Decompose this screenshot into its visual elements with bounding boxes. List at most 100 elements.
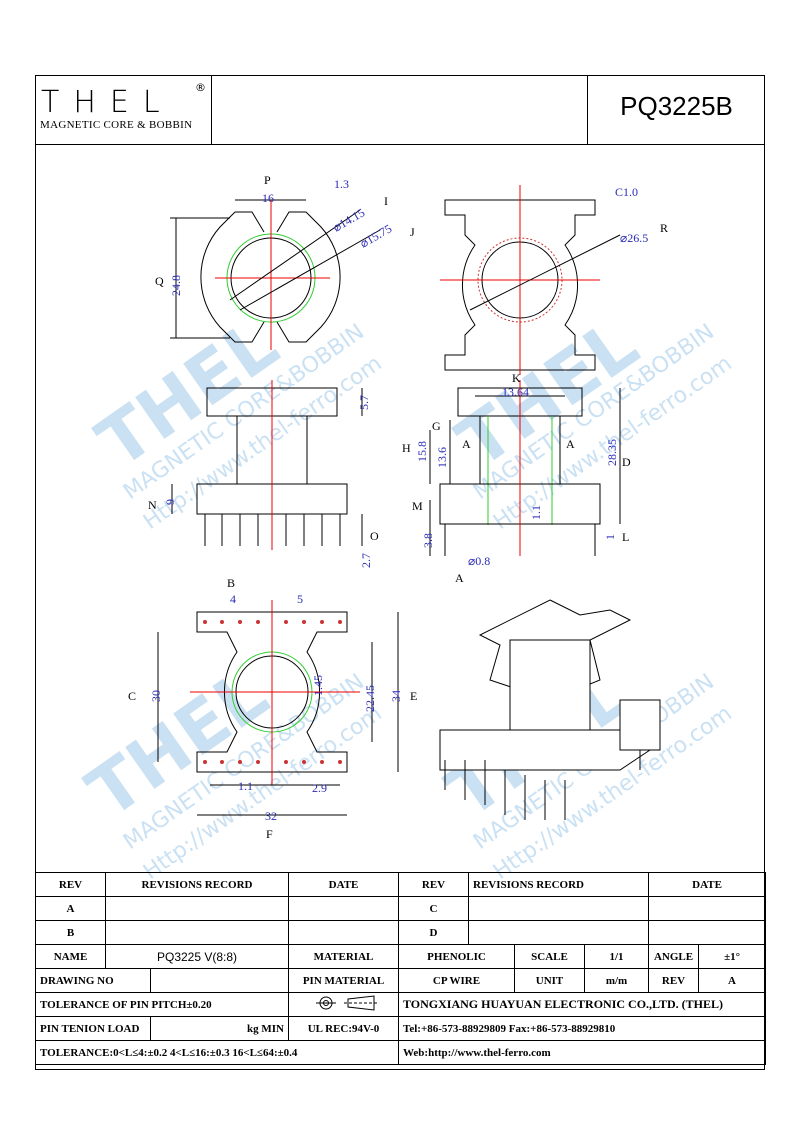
side-post	[619, 699, 661, 751]
dim-e: 34	[389, 690, 403, 702]
title-block: REV REVISIONS RECORD DATE REV REVISIONS …	[34, 872, 767, 1065]
dim-k: 13.64	[502, 385, 529, 399]
general-tolerance: TOLERANCE:0<L≤4:±0.2 4<L≤16:±0.3 16<L≤64…	[34, 1040, 400, 1065]
dim-e2: 1.45	[311, 675, 325, 696]
outline	[444, 199, 596, 371]
part-number-box: PQ3225B	[587, 75, 765, 144]
kg-min: kg MIN	[149, 1016, 290, 1041]
material-value: PHENOLIC	[398, 944, 516, 969]
scale-value: 1/1	[584, 944, 650, 969]
label-O: O	[370, 529, 379, 543]
iso-pins	[444, 750, 641, 820]
registered-icon: ®	[195, 81, 206, 94]
dim-d: 28.35	[605, 439, 619, 466]
rev-a: A	[35, 896, 106, 921]
top-right-view	[440, 185, 621, 375]
leader-2	[229, 209, 361, 301]
label-R: R	[660, 221, 668, 235]
section-A-left: A	[462, 437, 471, 451]
rev-d: D	[398, 920, 470, 945]
label-M: M	[412, 499, 423, 513]
rev-b: B	[35, 920, 106, 945]
label-E: E	[410, 689, 417, 703]
dim-g: 13.6	[435, 447, 449, 468]
unit-value: m/m	[584, 968, 650, 993]
dim-f: 32	[265, 809, 277, 823]
name-label: NAME	[35, 944, 106, 969]
dim-f1: 1.1	[238, 779, 253, 793]
leader	[469, 234, 621, 311]
mid-right-view	[429, 380, 621, 556]
date-header: DATE	[288, 872, 400, 897]
top-left-view	[170, 199, 381, 350]
dim-gap: 1.3	[334, 177, 349, 191]
pins	[204, 514, 341, 546]
angle-label: ANGLE	[648, 944, 700, 969]
drawing-frame	[35, 75, 765, 1070]
dim-pin: ⌀0.8	[468, 554, 490, 568]
tel-fax: Tel:+86-573-88929809 Fax:+86-573-8892981…	[398, 1016, 767, 1041]
drawing-no-label: DRAWING NO	[35, 968, 151, 993]
rev-header-2: REV	[398, 872, 470, 897]
dim-n: 9	[163, 499, 177, 505]
scale-label: SCALE	[514, 944, 586, 969]
section-A-right: A	[566, 437, 575, 451]
dim-m: 1.1	[529, 505, 543, 520]
logo: THEL ® MAGNETIC CORE & BOBBIN	[35, 75, 212, 144]
label-N: N	[148, 498, 157, 512]
rev-header: REV	[35, 872, 106, 897]
revisions-record-header: REVISIONS RECORD	[104, 872, 290, 897]
label-G: G	[432, 419, 441, 433]
projection-symbol-icon	[288, 992, 400, 1017]
dim-d1: ⌀14.15	[331, 205, 368, 234]
dim-e1: 22.45	[363, 685, 377, 712]
part-number: PQ3225B	[620, 91, 733, 121]
website: Web:http://www.thel-ferro.com	[398, 1040, 767, 1065]
rev-c: C	[398, 896, 470, 921]
core-body	[509, 639, 591, 731]
pin-material-label: PIN MATERIAL	[288, 968, 400, 993]
label-D: D	[622, 455, 631, 469]
pin-tension-label: PIN TENION LOAD	[35, 1016, 151, 1041]
label-C: C	[128, 689, 136, 703]
dim-diameter: ⌀26.5	[620, 231, 648, 245]
dim-c: 30	[149, 690, 163, 702]
label-F: F	[266, 827, 273, 841]
angle-value: ±1°	[698, 944, 767, 969]
pin-holes	[203, 620, 342, 764]
rev-label: REV	[648, 968, 700, 993]
bottom-left-view	[157, 600, 399, 816]
rev-value: A	[698, 968, 767, 993]
mid-left-view	[171, 380, 363, 550]
dim-height: 24.8	[169, 275, 183, 296]
date-header-2: DATE	[648, 872, 767, 897]
unit-label: UNIT	[514, 968, 586, 993]
logo-subtitle: MAGNETIC CORE & BOBBIN	[40, 119, 193, 131]
tolerance-pin-pitch: TOLERANCE OF PIN PITCH±0.20	[34, 992, 290, 1017]
label-A: A	[455, 571, 464, 585]
outline	[196, 611, 348, 773]
outline	[200, 211, 341, 343]
logo-text: THEL	[41, 85, 174, 120]
company-name: TONGXIANG HUAYUAN ELECTRONIC CO.,LTD. (T…	[398, 992, 767, 1017]
dim-l: 1	[603, 534, 617, 540]
dim-b: 4	[230, 592, 236, 606]
dim-h: 5.7	[357, 395, 371, 410]
label-J: J	[410, 225, 415, 239]
name-value: PQ3225 V(8:8)	[104, 944, 290, 969]
dim-f2: 2.9	[312, 781, 327, 795]
dim-a: 3.8	[421, 533, 435, 548]
dim-b2: 5	[297, 592, 303, 606]
isometric-view	[439, 599, 661, 820]
dim-h-right: 15.8	[415, 441, 429, 462]
label-L: L	[622, 530, 629, 544]
pin-material-value: CP WIRE	[398, 968, 516, 993]
label-K: K	[512, 371, 521, 385]
watermark: THEL MAGNETIC CORE&BOBBIN Http://www.the…	[73, 303, 737, 885]
label-Q: Q	[155, 274, 164, 288]
label-H: H	[402, 441, 411, 455]
header-divider	[35, 144, 765, 145]
leader-1	[239, 229, 381, 311]
ul-rec: UL REC:94V-0	[288, 1016, 400, 1041]
dim-o: 2.7	[359, 553, 373, 568]
